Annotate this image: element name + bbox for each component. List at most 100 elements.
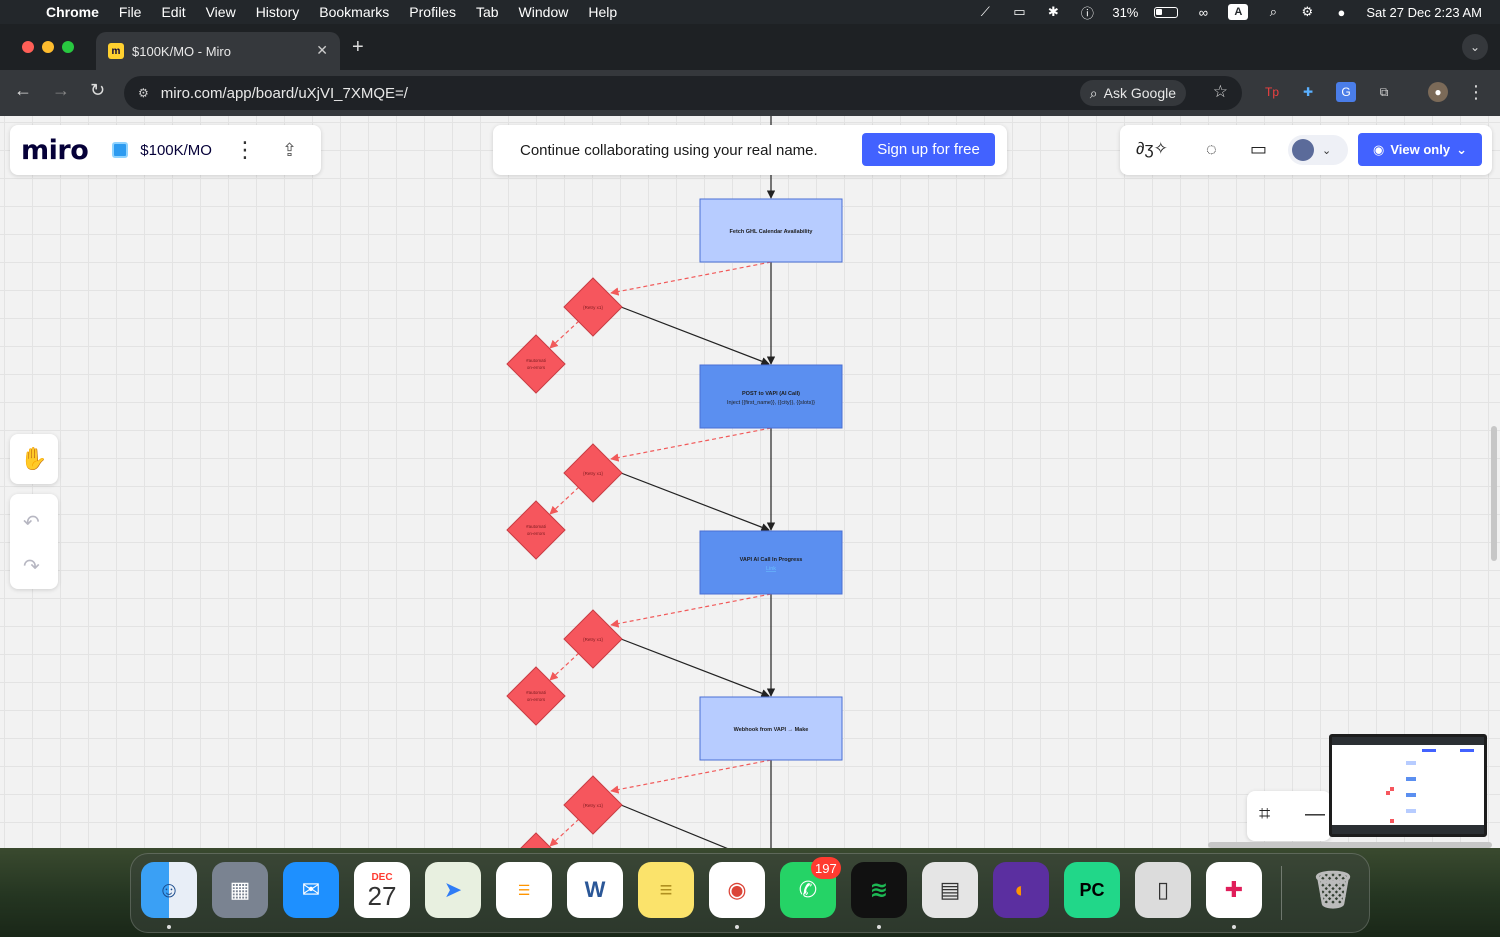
display-icon[interactable]: ▭: [1013, 4, 1026, 19]
menu-help[interactable]: Help: [588, 4, 618, 20]
calendar-icon[interactable]: DEC 27: [354, 862, 410, 918]
view-only-label: View only: [1390, 142, 1451, 157]
close-window-button[interactable]: [22, 41, 34, 53]
bluetooth-icon[interactable]: ✱: [1047, 4, 1059, 19]
launchpad-icon[interactable]: ▦: [212, 862, 268, 918]
reminders-icon[interactable]: ☰: [496, 862, 552, 918]
chrome-menu-icon[interactable]: ⋮: [1467, 81, 1485, 102]
frames-icon[interactable]: ⌗: [1259, 803, 1271, 825]
site-settings-icon[interactable]: ⚙: [138, 86, 149, 100]
extensions-icon[interactable]: ⧉: [1379, 84, 1389, 99]
sign-up-button[interactable]: Sign up for free: [862, 133, 995, 166]
bookmark-star-icon[interactable]: ☆: [1212, 82, 1228, 101]
trash-icon[interactable]: 🗑: [1310, 869, 1356, 910]
reload-button[interactable]: ↻: [90, 80, 106, 100]
battery-icon[interactable]: [1154, 6, 1179, 18]
zoom-out-icon[interactable]: —: [1305, 803, 1325, 825]
extension-puzzle-blue-icon[interactable]: ✚: [1302, 85, 1314, 99]
word-icon[interactable]: W: [567, 862, 623, 918]
error-alert-diamond[interactable]: [507, 832, 565, 848]
spotlight-search-icon[interactable]: ⌕: [1269, 4, 1278, 19]
retry-label: {Retry x1}: [583, 305, 603, 310]
menubar-clock[interactable]: Sat 27 Dec 2:23 AM: [1366, 4, 1482, 20]
menu-view[interactable]: View: [205, 4, 236, 20]
tab-close-icon[interactable]: ✕: [316, 42, 328, 58]
retry-diamond[interactable]: {Retry x1}: [563, 443, 623, 503]
active-tab[interactable]: m $100K/MO - Miro ✕: [96, 32, 340, 70]
collaborators-menu[interactable]: ⌄: [1288, 135, 1348, 165]
input-source-icon[interactable]: A: [1228, 4, 1249, 20]
menu-history[interactable]: History: [255, 4, 300, 20]
board-minimap[interactable]: [1329, 734, 1487, 837]
menu-file[interactable]: File: [118, 4, 142, 20]
google-translate-icon[interactable]: G: [1336, 82, 1356, 102]
undo-icon[interactable]: ↶: [23, 512, 40, 534]
redo-icon[interactable]: ↷: [23, 556, 40, 578]
link-icon[interactable]: ∞: [1198, 4, 1209, 20]
miro-board-canvas[interactable]: Fetch GHL Calendar Availability {Retry x1…: [0, 116, 1500, 848]
notes-icon[interactable]: ≡: [638, 862, 694, 918]
finder-icon[interactable]: ☺: [141, 862, 197, 918]
dock-separator: [1281, 866, 1282, 920]
menu-tab[interactable]: Tab: [475, 4, 499, 20]
ask-google-button[interactable]: ⌕ Ask Google: [1079, 80, 1186, 106]
flow-diagram: Fetch GHL Calendar Availability {Retry x1…: [506, 116, 843, 848]
minimize-window-button[interactable]: [42, 41, 54, 53]
firefox-icon[interactable]: ◐: [993, 862, 1049, 918]
menu-window[interactable]: Window: [518, 4, 569, 20]
flow-node[interactable]: Fetch GHL Calendar Availability: [699, 198, 843, 263]
video-call-icon[interactable]: ▭: [1250, 139, 1268, 159]
siri-icon[interactable]: ●: [1337, 4, 1346, 20]
chrome-icon[interactable]: ◉: [709, 862, 765, 918]
retry-diamond[interactable]: {Retry x1}: [563, 277, 623, 337]
mail-icon[interactable]: ✉: [283, 862, 339, 918]
zoom-window-button[interactable]: [62, 41, 74, 53]
horizontal-scrollbar[interactable]: [1208, 842, 1492, 848]
retry-diamond[interactable]: {Retry x1}: [563, 609, 623, 669]
vertical-scrollbar[interactable]: [1491, 426, 1497, 561]
board-menu-icon[interactable]: ⋮: [233, 137, 256, 162]
iphone-mirroring-icon[interactable]: ▯: [1135, 862, 1191, 918]
forward-button[interactable]: →: [52, 80, 70, 100]
chevron-down-icon: ⌄: [1456, 141, 1467, 157]
export-icon[interactable]: ⇪: [281, 139, 298, 160]
back-button[interactable]: ←: [14, 80, 32, 100]
view-only-button[interactable]: ◉ View only ⌄: [1358, 133, 1482, 166]
spotify-icon[interactable]: ≋: [851, 862, 907, 918]
comments-icon[interactable]: ◌: [1206, 139, 1217, 159]
retry-diamond-shape: [563, 609, 623, 669]
slack-icon[interactable]: ✚: [1206, 862, 1262, 918]
menu-app-chrome[interactable]: Chrome: [46, 4, 99, 20]
maps-icon[interactable]: ➤: [425, 862, 481, 918]
hand-tool-button[interactable]: ✋: [10, 434, 58, 484]
cast-icon[interactable]: ⟋: [980, 4, 990, 19]
error-connector: [610, 261, 772, 296]
retry-diamond[interactable]: {Retry x1}: [563, 775, 623, 835]
accessibility-icon[interactable]: ⓘ: [1080, 5, 1094, 21]
flow-node[interactable]: Webhook from VAPI → Make: [699, 696, 843, 761]
miro-logo[interactable]: miro: [21, 134, 89, 166]
retry-diamond-shape: [563, 775, 623, 835]
extension-tp-icon[interactable]: Tp: [1264, 85, 1279, 99]
new-tab-button[interactable]: +: [352, 36, 364, 58]
board-title[interactable]: $100K/MO: [140, 141, 212, 159]
control-center-icon[interactable]: ⚙: [1301, 4, 1314, 19]
menu-bookmarks[interactable]: Bookmarks: [319, 4, 390, 20]
macos-dock: ☺ ▦ ✉ DEC 27 ➤ ☰ W ≡ ◉ ✆ 197 ≋ ▤ ◐ PC ▯ …: [130, 853, 1370, 933]
calculator-icon[interactable]: ▤: [922, 862, 978, 918]
pycharm-icon[interactable]: PC: [1064, 862, 1120, 918]
menu-edit[interactable]: Edit: [161, 4, 186, 20]
address-bar[interactable]: ⚙ miro.com/app/board/uXjVI_7XMQE=/ ⌕ Ask…: [124, 76, 1242, 110]
tab-search-icon[interactable]: ⌄: [1462, 34, 1488, 60]
flow-node-title: POST to VAPI (AI Call): [742, 391, 800, 397]
reactions-icon[interactable]: ∂ʒ✧: [1136, 139, 1168, 158]
menu-profiles[interactable]: Profiles: [409, 4, 456, 20]
flow-node[interactable]: POST to VAPI (AI Call)Inject {{first_nam…: [699, 364, 843, 429]
collaboration-panel: ∂ʒ✧ ◌ ▭ ⌄ ◉ View only ⌄: [1120, 125, 1492, 175]
profile-avatar[interactable]: ●: [1428, 82, 1448, 102]
macos-menubar: Chrome File Edit View History Bookmarks …: [0, 0, 1500, 24]
